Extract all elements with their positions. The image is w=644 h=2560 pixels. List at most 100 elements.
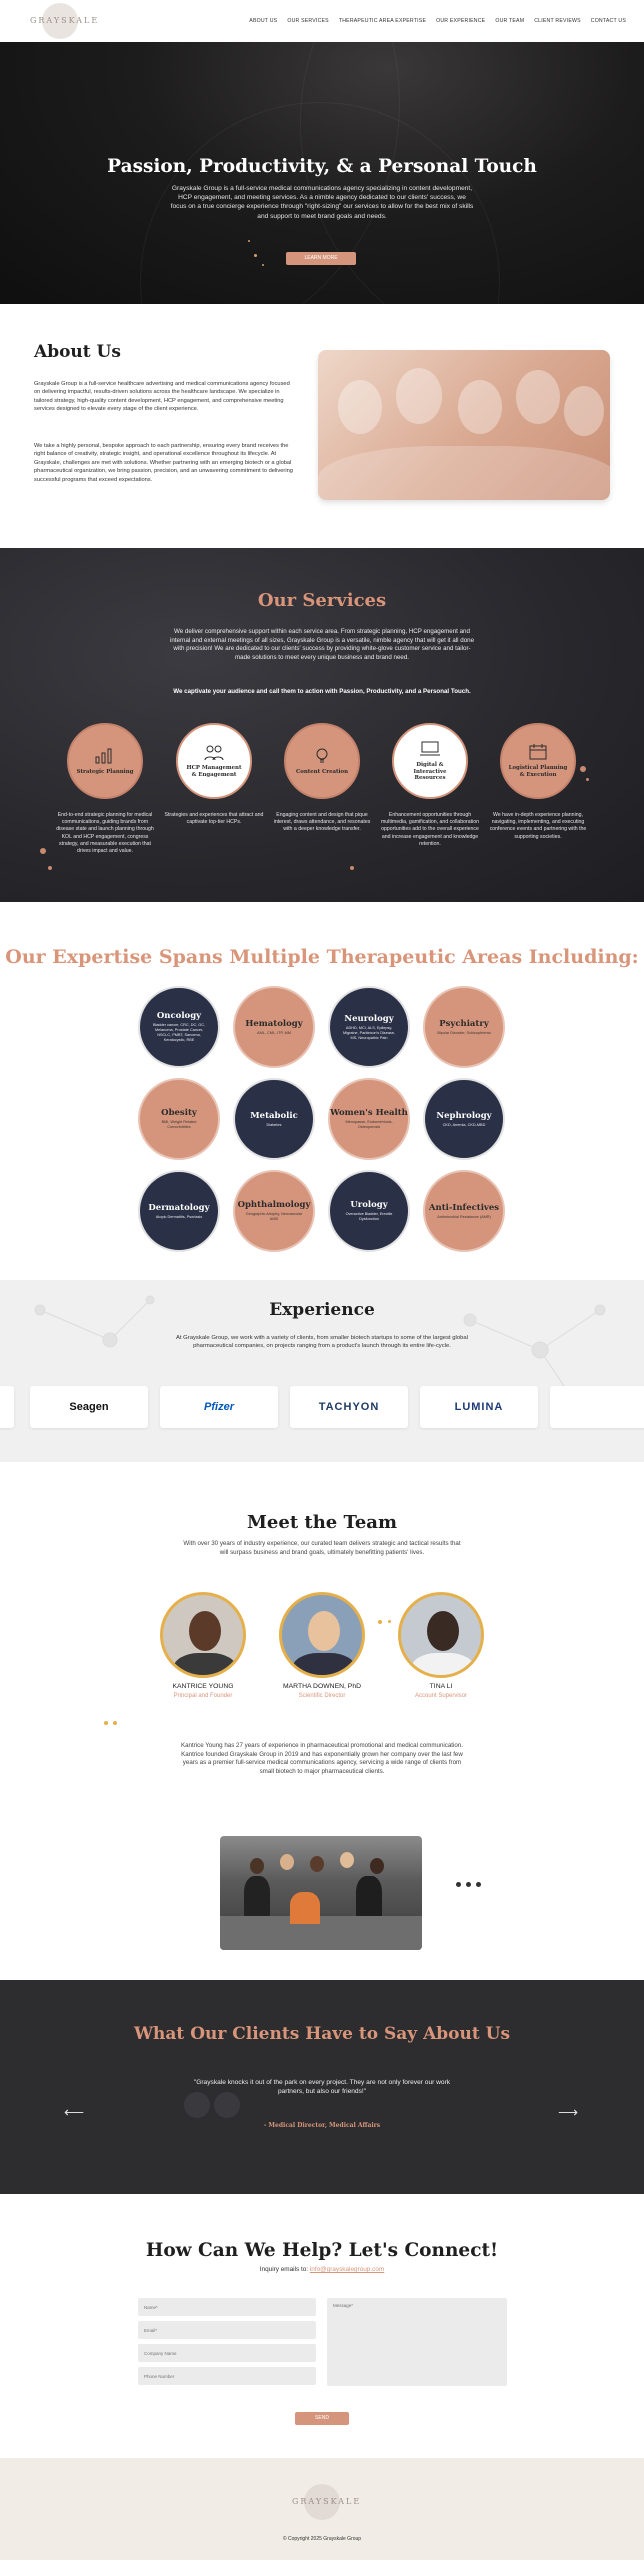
service-title: Content Creation — [295, 768, 349, 775]
member-photo-martha-downen[interactable] — [279, 1592, 365, 1678]
area-name: Ophthalmology — [237, 1200, 311, 1210]
member-role: Scientific Director — [298, 1693, 346, 1699]
message-field[interactable] — [327, 2298, 507, 2386]
team-decor-dot — [113, 1721, 117, 1725]
nav-therapeutic-area-expertise[interactable]: THERAPEUTIC AREA EXPERTISE — [338, 18, 427, 24]
service-logistical-planning[interactable]: Logistical Planning & Execution — [500, 723, 576, 799]
team-decor-dot — [104, 1721, 108, 1725]
nav-our-services[interactable]: OUR SERVICES — [287, 18, 329, 24]
area-conditions: ADHD, MCI, ALS, Epilepsy, Migraine, Park… — [342, 1025, 395, 1040]
company-name-field[interactable] — [138, 2344, 316, 2362]
area-conditions: AML, CML, ITP, MM — [257, 1030, 291, 1035]
logo-name: Seagen — [69, 1401, 109, 1413]
services-tagline: We captivate your audience and call them… — [173, 688, 471, 695]
services-decor-dot — [580, 766, 586, 772]
lightbulb-icon — [316, 748, 328, 763]
client-logo-lumina: LUMINA — [420, 1386, 538, 1428]
testimonial-quote: "Grayskale knocks it out of the park on … — [193, 2079, 451, 2096]
service-title: HCP Management & Engagement — [186, 765, 242, 778]
services-decor-dot — [350, 866, 354, 870]
phone-number-field[interactable] — [138, 2367, 316, 2385]
experience-section: Experience At Grayskale Group, we work w… — [0, 1280, 644, 1462]
learn-more-button[interactable]: LEARN MORE — [286, 252, 356, 265]
area-name: Psychiatry — [439, 1018, 489, 1029]
arrow-left-icon[interactable]: ⟵ — [64, 2104, 85, 2120]
arrow-right-icon[interactable]: ⟶ — [558, 2104, 579, 2120]
area-conditions: CKD, Anemia, CKD-MBD — [442, 1122, 486, 1127]
service-description: We have in-depth experience planning, na… — [489, 812, 587, 840]
about-team-photo — [318, 350, 610, 500]
hero-text: Grayskale Group is a full-service medica… — [170, 185, 474, 220]
client-logo-partial — [550, 1386, 644, 1428]
member-photo-tina-li[interactable] — [398, 1592, 484, 1678]
member-name: MARTHA DOWNEN, PhD — [282, 1683, 362, 1690]
logo-circle — [42, 3, 78, 39]
email-field[interactable] — [138, 2321, 316, 2339]
service-hcp-management[interactable]: HCP Management & Engagement — [176, 723, 252, 799]
service-digital-interactive[interactable]: Digital & Interactive Resources — [392, 723, 468, 799]
team-decor-dot — [476, 1882, 481, 1887]
experience-title: Experience — [269, 1300, 375, 1320]
team-decor-dot — [388, 1620, 391, 1623]
nav-our-experience[interactable]: OUR EXPERIENCE — [436, 18, 486, 24]
nav-about-us[interactable]: ABOUT US — [249, 18, 278, 24]
copyright-text: © Copyright 2025 Grayskale Group — [282, 2536, 362, 2542]
area-name: Urology — [350, 1200, 388, 1210]
nav-client-reviews[interactable]: CLIENT REVIEWS — [534, 18, 581, 24]
logo-circle — [304, 2484, 340, 2520]
contact-title: How Can We Help? Let's Connect! — [145, 2240, 499, 2261]
area-name: Dermatology — [148, 1202, 210, 1213]
inquiry-email-link[interactable]: info@grayskalegroup.com — [309, 2266, 385, 2273]
area-name: Obesity — [161, 1108, 197, 1118]
team-decor-dot — [378, 1620, 382, 1624]
grayskale-logo[interactable]: GRAYSKALE — [30, 3, 97, 39]
service-description: Enhancement opportunities through multim… — [380, 812, 480, 847]
top-navigation: GRAYSKALE ABOUT US OUR SERVICES THERAPEU… — [0, 0, 644, 42]
people-icon — [204, 745, 224, 761]
member-photo-kantrice-young[interactable] — [160, 1592, 246, 1678]
hero-section: Passion, Productivity, & a Personal Touc… — [0, 42, 644, 304]
team-intro: With over 30 years of industry experienc… — [183, 1540, 461, 1556]
service-title: Strategic Planning — [76, 768, 134, 775]
nav-contact-us[interactable]: CONTACT US — [590, 18, 626, 24]
services-intro: We deliver comprehensive support within … — [169, 628, 475, 661]
hero-decor-dot — [248, 240, 250, 242]
name-field[interactable] — [138, 2298, 316, 2316]
nav-our-team[interactable]: OUR TEAM — [495, 18, 525, 24]
team-decor-dot — [466, 1882, 471, 1887]
area-conditions: Geographic Atrophy, Neovascular AMD — [245, 1212, 303, 1221]
area-name: Metabolic — [250, 1110, 298, 1121]
area-conditions: Overactive Bladder, Erectile Dysfunction — [345, 1212, 393, 1221]
services-decor-dot — [48, 866, 52, 870]
footer-logo[interactable]: GRAYSKALE — [292, 2484, 359, 2520]
area-conditions: Diabetes — [266, 1122, 282, 1127]
service-description: Strategies and experiences that attract … — [164, 812, 264, 826]
calendar-icon — [529, 744, 547, 760]
service-content-creation[interactable]: Content Creation — [284, 723, 360, 799]
devices-icon — [420, 741, 440, 756]
footer: GRAYSKALE © Copyright 2025 Grayskale Gro… — [0, 2458, 644, 2560]
services-decor-dot — [40, 848, 46, 854]
send-button[interactable]: SEND — [295, 2412, 349, 2425]
logo-name: LUMINA — [454, 1401, 504, 1413]
quote-decor-circle — [184, 2092, 210, 2118]
services-section: Our Services We deliver comprehensive su… — [0, 548, 644, 902]
area-conditions: Atopic Dermatitis, Psoriasis — [155, 1214, 203, 1219]
area-conditions: BMI, Weight Related Comorbidities — [161, 1120, 197, 1129]
testimonials-section: What Our Clients Have to Say About Us "G… — [0, 1980, 644, 2194]
area-conditions: Bladder cancer, CRC, DC, GC, Melanoma, P… — [152, 1023, 206, 1042]
hero-decor-dot — [254, 254, 257, 257]
service-strategic-planning[interactable]: Strategic Planning — [67, 723, 143, 799]
